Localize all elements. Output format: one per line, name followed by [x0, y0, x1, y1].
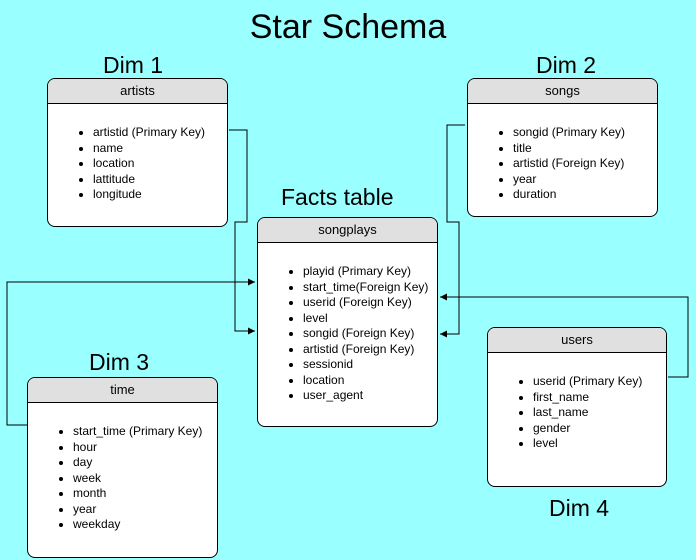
column-item: start_time (Primary Key): [73, 424, 217, 440]
column-item: hour: [73, 440, 217, 456]
column-item: title: [513, 141, 657, 157]
column-item: month: [73, 486, 217, 502]
time-columns: start_time (Primary Key) hour day week m…: [28, 424, 217, 533]
dim4-label: Dim 4: [549, 495, 610, 521]
column-item: level: [303, 311, 437, 327]
column-item: artistid (Primary Key): [93, 125, 227, 141]
column-item: sessionid: [303, 357, 437, 373]
dim3-label: Dim 3: [89, 349, 150, 375]
column-item: start_time(Foreign Key): [303, 280, 437, 296]
column-item: artistid (Foreign Key): [303, 342, 437, 358]
songplays-columns: playid (Primary Key) start_time(Foreign …: [258, 264, 437, 404]
connector-artists: [229, 129, 255, 335]
connector-songs: [440, 124, 465, 338]
songplays-table-header: songplays: [258, 218, 437, 243]
column-item: gender: [533, 421, 666, 437]
users-table: users userid (Primary Key) first_name la…: [487, 327, 667, 487]
column-item: year: [513, 172, 657, 188]
time-table-header: time: [28, 378, 217, 403]
column-item: day: [73, 455, 217, 471]
column-item: userid (Foreign Key): [303, 295, 437, 311]
songs-columns: songid (Primary Key) title artistid (For…: [468, 125, 657, 203]
column-item: week: [73, 471, 217, 487]
users-columns: userid (Primary Key) first_name last_nam…: [488, 374, 666, 452]
connector-time: [6, 278, 255, 426]
column-item: artistid (Foreign Key): [513, 156, 657, 172]
column-item: last_name: [533, 405, 666, 421]
column-item: songid (Primary Key): [513, 125, 657, 141]
column-item: year: [73, 502, 217, 518]
column-item: first_name: [533, 390, 666, 406]
dim2-label: Dim 2: [536, 52, 597, 78]
connector-users: [440, 293, 689, 378]
artists-table: artists artistid (Primary Key) name loca…: [47, 78, 228, 227]
column-item: playid (Primary Key): [303, 264, 437, 280]
dim1-label: Dim 1: [103, 52, 164, 78]
column-item: level: [533, 436, 666, 452]
songs-table: songs songid (Primary Key) title artisti…: [467, 78, 658, 217]
column-item: name: [93, 141, 227, 157]
diagram-title: Star Schema: [249, 8, 447, 46]
facts-label: Facts table: [281, 184, 394, 210]
column-item: location: [93, 156, 227, 172]
artists-table-header: artists: [48, 79, 227, 104]
songs-table-header: songs: [468, 79, 657, 104]
column-item: lattitude: [93, 172, 227, 188]
column-item: duration: [513, 187, 657, 203]
column-item: longitude: [93, 187, 227, 203]
users-table-header: users: [488, 328, 666, 353]
column-item: weekday: [73, 517, 217, 533]
column-item: userid (Primary Key): [533, 374, 666, 390]
time-table: time start_time (Primary Key) hour day w…: [27, 377, 218, 558]
column-item: user_agent: [303, 388, 437, 404]
songplays-table: songplays playid (Primary Key) start_tim…: [257, 217, 438, 427]
column-item: location: [303, 373, 437, 389]
artists-columns: artistid (Primary Key) name location lat…: [48, 125, 227, 203]
column-item: songid (Foreign Key): [303, 326, 437, 342]
